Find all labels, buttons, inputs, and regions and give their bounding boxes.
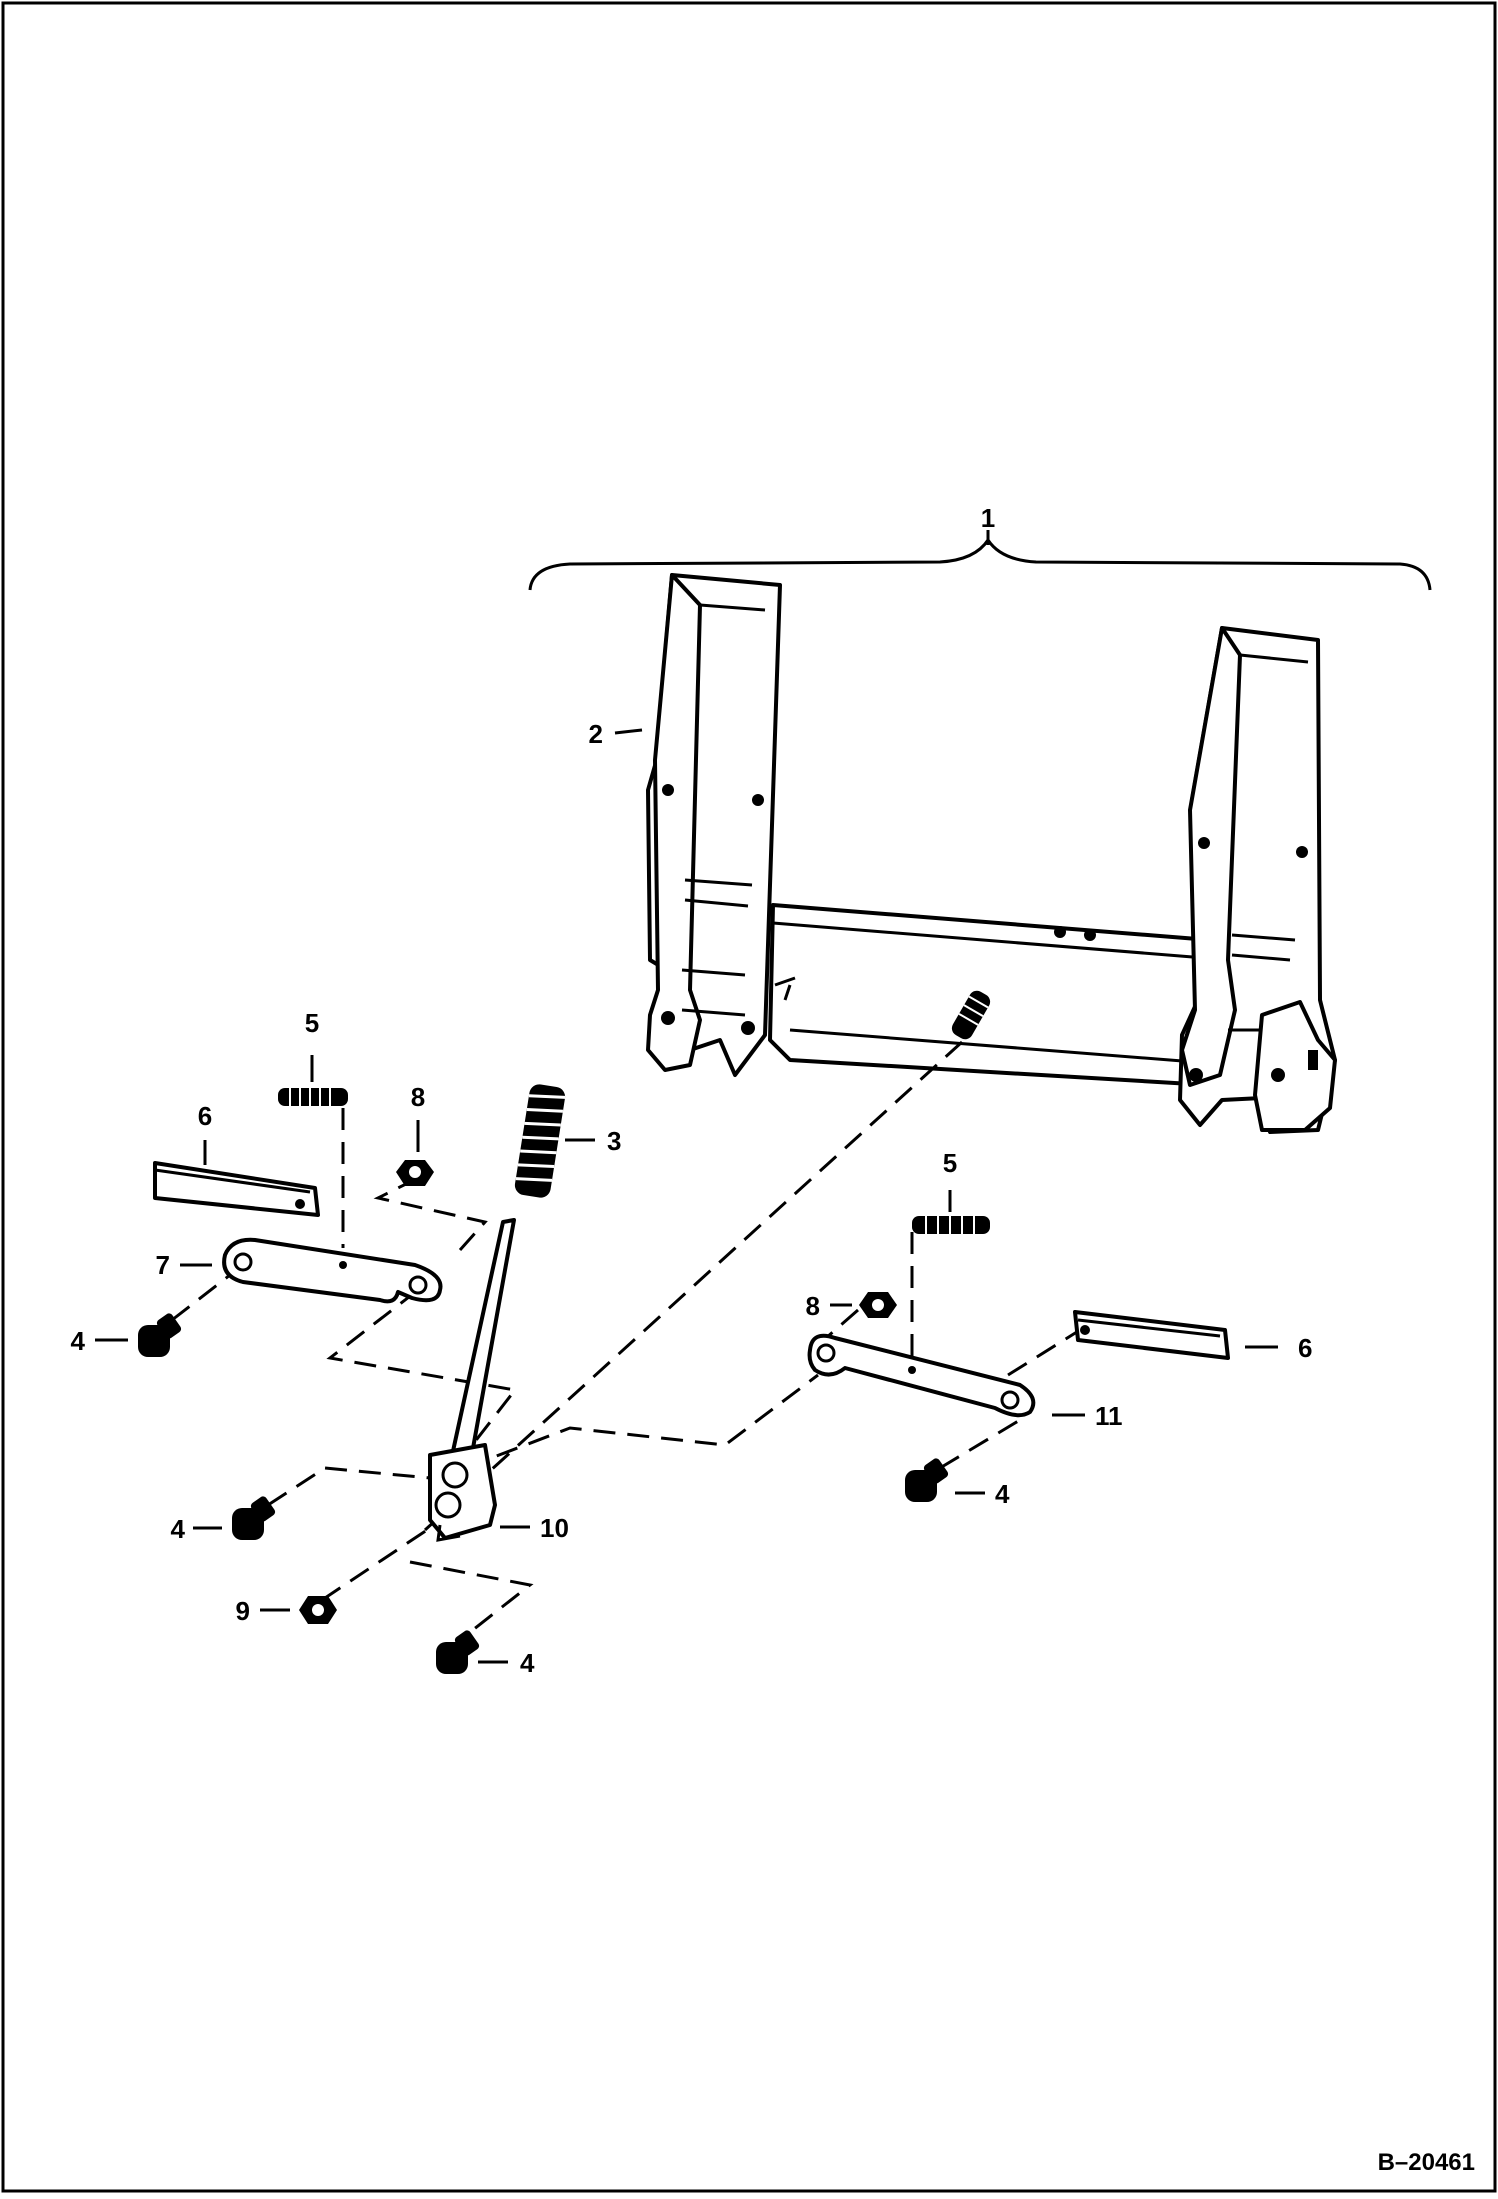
callout-4-right: 4 <box>995 1479 1010 1509</box>
callout-2: 2 <box>589 719 603 749</box>
callout-5-right: 5 <box>943 1148 957 1178</box>
spring-right <box>912 1216 990 1234</box>
handle-assembly <box>428 1218 516 1542</box>
bolt-left-middle <box>232 1496 276 1540</box>
callout-11: 11 <box>1095 1401 1123 1431</box>
callout-3: 3 <box>607 1126 621 1156</box>
callout-6-left: 6 <box>198 1101 212 1131</box>
callout-4-lower: 4 <box>520 1648 535 1678</box>
callout-8-left: 8 <box>411 1082 425 1112</box>
quick-tach-frame <box>646 573 1337 1134</box>
figure-reference: B–20461 <box>1378 2149 1475 2176</box>
callout-10: 10 <box>540 1513 569 1543</box>
nut-left <box>396 1160 434 1186</box>
bolt-lower <box>436 1630 480 1674</box>
handle-spring <box>514 1084 566 1198</box>
nut-right <box>859 1292 897 1318</box>
lever-left <box>222 1237 443 1304</box>
spring-left <box>278 1088 348 1106</box>
frame-left-upright-front <box>646 573 702 1072</box>
lever-right <box>807 1333 1036 1418</box>
callout-leaders <box>95 530 1278 1664</box>
callout-1: 1 <box>981 503 995 533</box>
callout-8-right: 8 <box>806 1291 820 1321</box>
assembly-brace <box>528 537 1432 591</box>
callout-4-middle-left: 4 <box>171 1514 186 1544</box>
callout-9: 9 <box>236 1596 250 1626</box>
callout-5-left: 5 <box>305 1008 319 1038</box>
frame-right-hook <box>1253 1000 1337 1132</box>
callout-6-right: 6 <box>1298 1333 1312 1363</box>
nut-lower <box>299 1596 337 1624</box>
assembly-lines <box>171 1040 1081 1642</box>
handle-rod <box>446 1218 516 1478</box>
handle-plate <box>428 1443 497 1540</box>
frame-right-upright-front <box>1180 626 1242 1087</box>
callout-labels: 1 2 3 5 8 6 7 4 5 8 6 11 4 4 10 9 4 <box>71 503 1313 1678</box>
pad-right <box>1073 1310 1230 1360</box>
bolt-left-upper <box>138 1313 182 1357</box>
frame-pin <box>951 990 991 1040</box>
pad-left <box>153 1161 320 1217</box>
callout-4-upper-left: 4 <box>71 1326 86 1356</box>
bolt-right <box>905 1458 949 1502</box>
callout-7: 7 <box>156 1250 170 1280</box>
